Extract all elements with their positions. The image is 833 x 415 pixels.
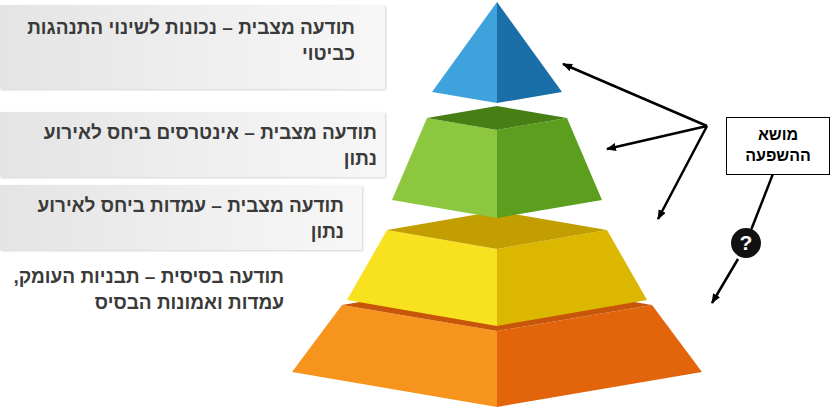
tier-top bbox=[427, 106, 567, 130]
node-text: תודעה מצבית – נכונות לשינוי התנהגות כביט… bbox=[8, 15, 355, 66]
tier-face bbox=[432, 2, 497, 103]
tier-face bbox=[392, 118, 497, 218]
question-circle: ? bbox=[731, 228, 761, 258]
level-label: תודעה מצבית – אינטרסים ביחס לאירוע נתון bbox=[0, 112, 385, 177]
tier-face bbox=[497, 2, 562, 103]
connector-line bbox=[751, 175, 772, 229]
node-text: תודעה מצבית – אינטרסים ביחס לאירוע נתון bbox=[8, 120, 377, 171]
level-label: תודעה מצבית – נכונות לשינוי התנהגות כביט… bbox=[0, 5, 385, 89]
node-text: תודעה מצבית – עמדות ביחס לאירוע נתון bbox=[8, 193, 344, 244]
pointer-arrow bbox=[712, 259, 738, 303]
level-label: תודעה בסיסית – תבניות העומק, עמדות ואמונ… bbox=[0, 258, 292, 336]
pointer-arrow bbox=[563, 64, 707, 126]
level-label: תודעה מצבית – עמדות ביחס לאירוע נתון bbox=[0, 185, 362, 250]
pointer-arrow bbox=[658, 126, 707, 219]
node-text: מושא ההשפעה bbox=[731, 125, 825, 167]
tier-face bbox=[497, 118, 602, 218]
subject-box: מושא ההשפעה bbox=[726, 117, 830, 175]
node-text: ? bbox=[731, 228, 761, 258]
pointer-arrow bbox=[607, 126, 707, 149]
node-text: תודעה בסיסית – תבניות העומק, עמדות ואמונ… bbox=[4, 264, 284, 315]
